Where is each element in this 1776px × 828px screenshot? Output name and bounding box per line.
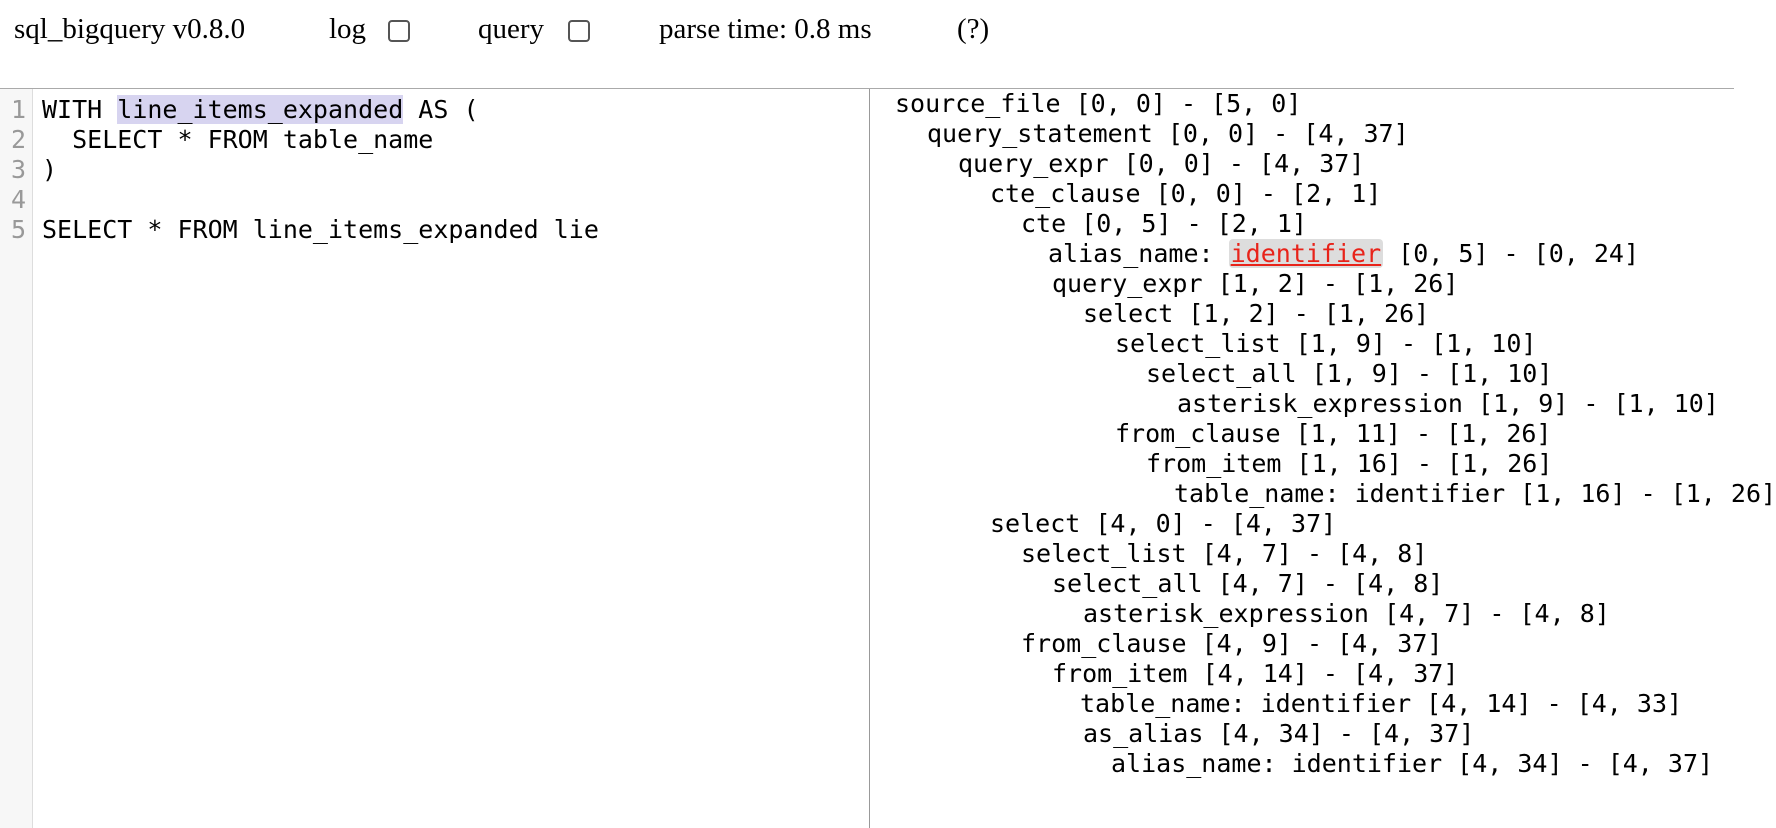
node-range: [0, 5] - [0, 24] — [1383, 239, 1640, 268]
query-checkbox[interactable] — [568, 20, 590, 42]
tree-node[interactable]: cte_clause [0, 0] - [2, 1] — [990, 179, 1382, 208]
line-number-gutter: 1 2 3 4 5 — [0, 89, 33, 828]
tree-node[interactable]: select [1, 2] - [1, 26] — [1083, 299, 1430, 328]
tree-node[interactable]: select [4, 0] - [4, 37] — [990, 509, 1337, 538]
tree-node[interactable]: asterisk_expression [4, 7] - [4, 8] — [1083, 599, 1610, 628]
tree-node[interactable]: query_statement [0, 0] - [4, 37] — [927, 119, 1409, 148]
log-label: log — [329, 13, 367, 45]
node-type-link[interactable]: identifier — [1230, 239, 1382, 268]
line-number: 4 — [10, 185, 26, 214]
text-selection: line_items_expanded — [117, 95, 404, 124]
line-number: 2 — [10, 125, 26, 154]
tree-node[interactable]: from_clause [1, 11] - [1, 26] — [1115, 419, 1552, 448]
line-number: 3 — [10, 155, 26, 184]
toolbar: sql_bigquery v0.8.0 log query parse time… — [0, 0, 1734, 89]
tree-node[interactable]: cte [0, 5] - [2, 1] — [1021, 209, 1307, 238]
tree-node[interactable]: from_clause [4, 9] - [4, 37] — [1021, 629, 1443, 658]
tree-node[interactable]: select_all [4, 7] - [4, 8] — [1052, 569, 1444, 598]
app-title: sql_bigquery v0.8.0 — [14, 13, 246, 45]
tree-node[interactable]: select_all [1, 9] - [1, 10] — [1146, 359, 1553, 388]
log-checkbox[interactable] — [388, 20, 410, 42]
code-text: AS ( — [403, 95, 479, 124]
code-editor[interactable]: 1 2 3 4 5 WITH line_items_expanded AS ( … — [0, 89, 870, 828]
line-number: 1 — [10, 95, 26, 124]
tree-node[interactable]: asterisk_expression [1, 9] - [1, 10] — [1177, 389, 1719, 418]
tree-node[interactable]: source_file [0, 0] - [5, 0] — [895, 89, 1302, 118]
field-name: alias_name: — [1048, 239, 1229, 268]
code-line[interactable]: WITH line_items_expanded AS ( — [42, 95, 479, 125]
code-text: WITH — [42, 95, 118, 124]
syntax-tree-panel: source_file [0, 0] - [5, 0] query_statem… — [871, 89, 1776, 828]
query-label: query — [478, 13, 545, 45]
tree-node[interactable]: alias_name: identifier [4, 34] - [4, 37] — [1111, 749, 1714, 778]
tree-node[interactable]: select_list [4, 7] - [4, 8] — [1021, 539, 1428, 568]
parse-time: parse time: 0.8 ms — [659, 13, 872, 45]
tree-node[interactable]: query_expr [1, 2] - [1, 26] — [1052, 269, 1459, 298]
code-line[interactable]: SELECT * FROM table_name — [42, 125, 434, 154]
tree-node-selected[interactable]: alias_name: identifier [0, 5] - [0, 24] — [1048, 239, 1639, 269]
tree-node[interactable]: select_list [1, 9] - [1, 10] — [1115, 329, 1537, 358]
tree-node[interactable]: query_expr [0, 0] - [4, 37] — [958, 149, 1365, 178]
help-link[interactable]: (?) — [957, 13, 990, 45]
tree-node[interactable]: table_name: identifier [1, 16] - [1, 26] — [1174, 479, 1776, 508]
tree-node[interactable]: as_alias [4, 34] - [4, 37] — [1083, 719, 1475, 748]
code-line[interactable]: ) — [42, 155, 58, 184]
highlighted-node[interactable]: identifier — [1228, 239, 1384, 268]
tree-node[interactable]: table_name: identifier [4, 14] - [4, 33] — [1080, 689, 1683, 718]
tree-node[interactable]: from_item [1, 16] - [1, 26] — [1146, 449, 1553, 478]
code-line[interactable]: SELECT * FROM line_items_expanded lie — [42, 215, 599, 244]
tree-node[interactable]: from_item [4, 14] - [4, 37] — [1052, 659, 1459, 688]
line-number: 5 — [10, 215, 26, 244]
